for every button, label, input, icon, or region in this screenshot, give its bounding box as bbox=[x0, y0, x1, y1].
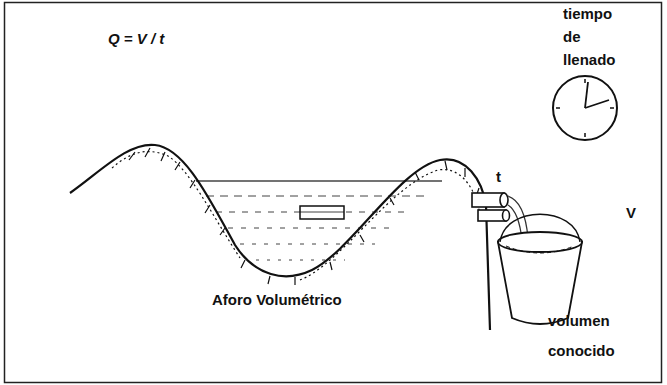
water bbox=[256, 260, 345, 261]
label-text: Q = V / t bbox=[108, 30, 164, 47]
water bbox=[206, 196, 425, 197]
water bbox=[196, 181, 442, 260]
label-text: V bbox=[626, 204, 636, 221]
inner-pipe bbox=[300, 206, 344, 219]
label-text: volumen conocido bbox=[548, 306, 615, 366]
outlet-pipe bbox=[503, 210, 510, 221]
outlet-pipe bbox=[472, 193, 510, 221]
frame bbox=[5, 3, 662, 383]
label-text: t bbox=[496, 168, 501, 185]
clock bbox=[553, 76, 617, 140]
clock bbox=[585, 82, 588, 108]
terrain bbox=[112, 152, 480, 280]
clock bbox=[553, 76, 617, 140]
water bbox=[240, 244, 375, 245]
label-text: tiempo de llenado bbox=[563, 2, 616, 71]
inner-pipe bbox=[300, 206, 344, 219]
water bbox=[228, 228, 392, 229]
label-text: Aforo Volumétrico bbox=[212, 291, 342, 308]
water-stream bbox=[508, 196, 528, 238]
terrain bbox=[70, 145, 490, 330]
inner-pipe bbox=[300, 212, 344, 213]
bucket bbox=[506, 246, 574, 253]
outlet-pipe bbox=[500, 193, 508, 207]
clock bbox=[556, 79, 614, 137]
terrain bbox=[70, 145, 490, 330]
bucket bbox=[498, 214, 582, 324]
bucket bbox=[498, 242, 582, 324]
terrain bbox=[129, 148, 479, 285]
bucket bbox=[498, 232, 582, 252]
clock bbox=[585, 100, 609, 108]
bucket bbox=[500, 214, 580, 242]
